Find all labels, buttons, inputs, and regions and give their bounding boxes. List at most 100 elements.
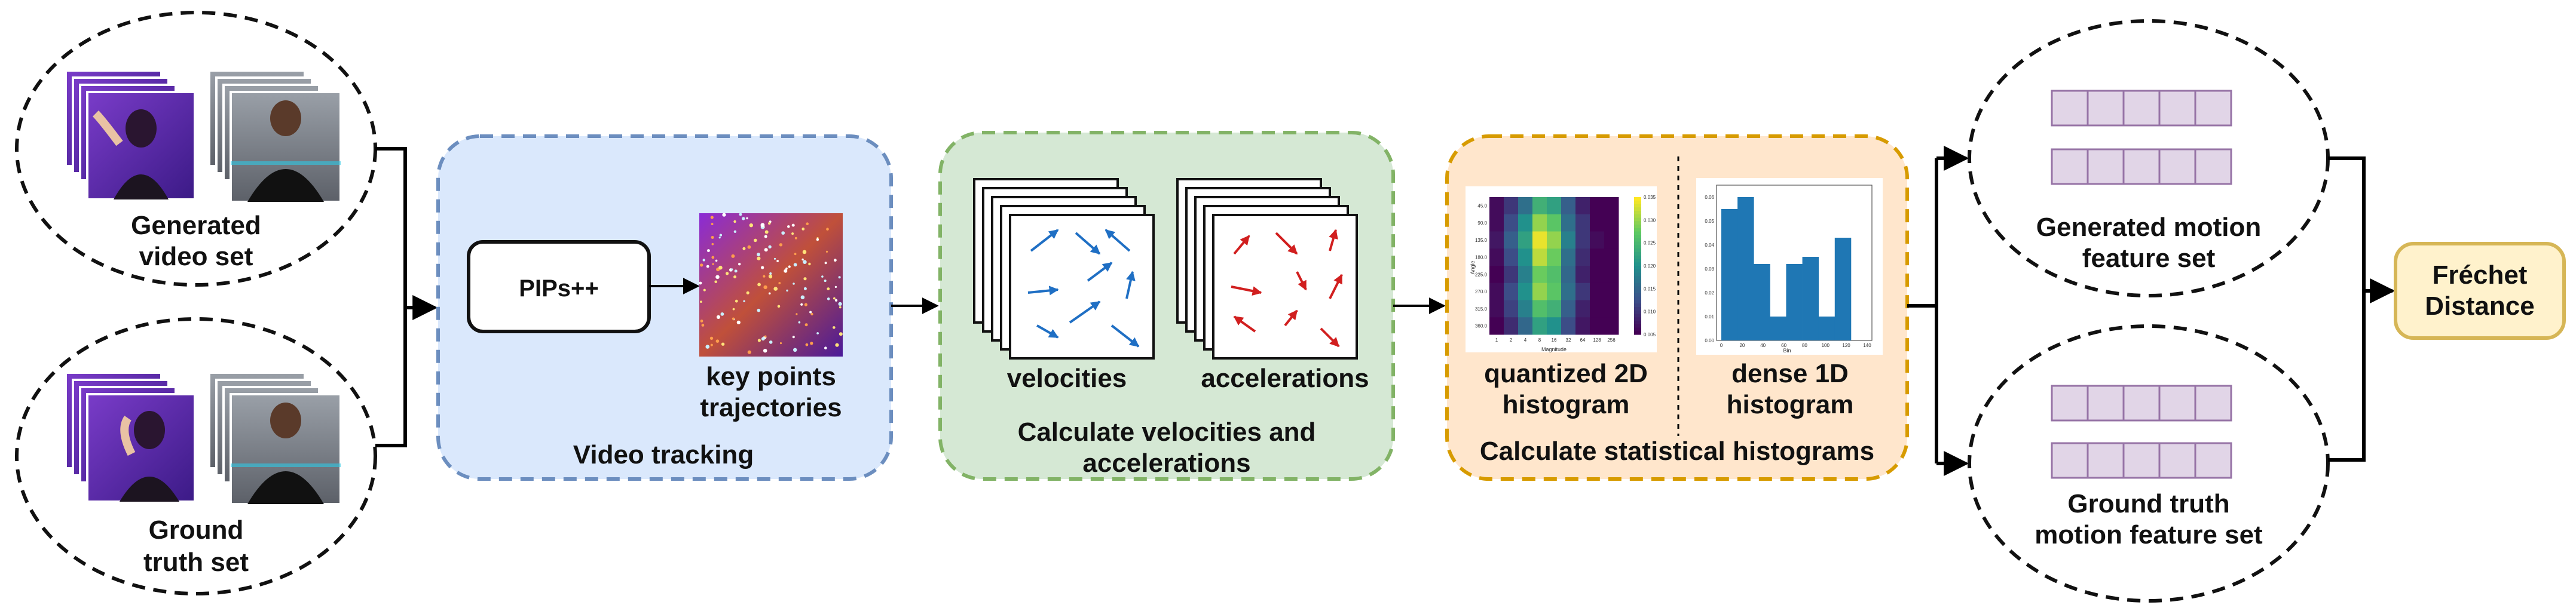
trajectory-point <box>834 299 838 302</box>
bar-mark <box>1754 264 1770 340</box>
accelerations-stack <box>1176 178 1358 360</box>
trajectory-point <box>757 253 760 257</box>
bar-xtick: 40 <box>1760 343 1766 348</box>
trajectory-point <box>701 324 705 327</box>
heatmap-cell <box>1561 300 1576 318</box>
heatmap-xtick: 16 <box>1552 337 1557 343</box>
colorbar-segment <box>1634 204 1641 208</box>
trajectory-point <box>700 300 702 303</box>
bar-mark <box>1802 257 1819 340</box>
colorbar-segment <box>1634 310 1641 315</box>
colorbar-segment <box>1634 280 1641 284</box>
trajectory-point <box>804 303 807 306</box>
trajectory-point <box>768 245 772 248</box>
trajectory-point <box>763 349 767 353</box>
trajectory-point <box>746 291 749 294</box>
colorbar-segment <box>1634 211 1641 215</box>
ground-truth-label-line2: truth set <box>143 548 249 577</box>
heatmap-cell <box>1504 282 1519 300</box>
bar-ytick: 0.04 <box>1705 242 1714 248</box>
trajectory-point <box>718 265 723 270</box>
heatmap-cell <box>1518 214 1533 232</box>
heatmap-cell <box>1532 317 1547 335</box>
trajectory-point <box>827 297 830 300</box>
heatmap-yaxis-label: Angle <box>1470 260 1476 274</box>
heatmap-cell <box>1575 317 1590 335</box>
heatmap-cell <box>1590 300 1605 318</box>
generated-motion-feature-set: Generated motion feature set <box>1968 19 2330 297</box>
heatmap-xtick: 1 <box>1495 337 1498 343</box>
colorbar-segment <box>1634 217 1641 222</box>
colorbar-segment <box>1634 296 1641 301</box>
trajectory-point <box>742 247 746 250</box>
colorbar-tick: 0.005 <box>1644 332 1656 337</box>
accelerations-label: accelerations <box>1201 364 1369 393</box>
trajectory-point <box>764 248 768 252</box>
heatmap-cell <box>1590 282 1605 300</box>
colorbar-segment <box>1634 331 1641 335</box>
trajectory-point <box>769 272 772 275</box>
trajectory-point <box>791 232 794 235</box>
heatmap-cell <box>1518 300 1533 318</box>
quantized-histogram-label-line1: quantized 2D <box>1484 359 1648 388</box>
heatmap-ytick: 135.0 <box>1475 238 1488 243</box>
trajectory-point <box>761 266 764 269</box>
trajectory-point <box>781 231 785 235</box>
bar-xtick: 20 <box>1739 343 1745 348</box>
heatmap-cell <box>1575 248 1590 266</box>
bar-mark <box>1770 317 1786 340</box>
heatmap-cell <box>1518 317 1533 335</box>
trajectory-point <box>801 228 805 231</box>
trajectory-point <box>711 242 714 245</box>
heatmap-xtick: 2 <box>1510 337 1513 343</box>
trajectory-point <box>824 262 827 265</box>
trajectory-point <box>768 292 771 295</box>
trajectory-point <box>777 305 781 308</box>
trajectory-point <box>715 259 718 262</box>
colorbar-segment <box>1634 307 1641 311</box>
colorbar-tick: 0.030 <box>1644 217 1656 223</box>
trajectory-point <box>734 269 738 273</box>
trajectory-point <box>800 295 805 300</box>
output-merge-connector <box>2328 156 2396 462</box>
colorbar-segment <box>1634 321 1641 325</box>
bar-ytick: 0.01 <box>1705 314 1714 320</box>
trajectory-point <box>754 238 757 242</box>
trajectory-point <box>746 217 748 220</box>
trajectory-point <box>757 282 761 287</box>
generated-video-frames-purple <box>65 69 196 201</box>
input-merge-connector <box>375 147 438 447</box>
heatmap-cell <box>1489 282 1504 300</box>
trajectory-point <box>718 237 721 239</box>
generated-feature-label-line1: Generated motion <box>2036 213 2262 242</box>
trajectory-point <box>806 222 809 226</box>
colorbar-segment <box>1634 317 1641 321</box>
trajectory-point <box>808 262 811 266</box>
colorbar-segment <box>1634 200 1641 205</box>
heatmap-cell <box>1575 300 1590 318</box>
heatmap-cell <box>1532 300 1547 318</box>
heatmap-cell <box>1575 197 1590 215</box>
heatmap-xtick: 8 <box>1538 337 1541 343</box>
trajectory-point <box>824 346 827 349</box>
colorbar-segment <box>1634 231 1641 235</box>
acceleration-arrows <box>1231 229 1343 348</box>
trajectory-point <box>824 280 827 282</box>
heatmap-cell <box>1547 282 1562 300</box>
colorbar-segment <box>1634 248 1641 253</box>
kinematics-stage-label-line2: accelerations <box>1082 449 1250 478</box>
trajectory-point <box>710 216 714 219</box>
trajectory-point <box>699 281 702 285</box>
trajectory-point <box>705 345 710 349</box>
colorbar-segment <box>1634 324 1641 328</box>
colorbar-segment <box>1634 197 1641 201</box>
trajectory-point <box>738 263 741 266</box>
trajectory-point <box>779 243 783 247</box>
trajectory-point <box>735 299 738 303</box>
heatmap-cell <box>1532 231 1547 249</box>
bar-ytick: 0.02 <box>1705 290 1714 296</box>
heatmap-cell <box>1489 266 1504 284</box>
generated-video-label-line2: video set <box>139 242 253 271</box>
trajectory-point <box>839 306 842 309</box>
colorbar-segment <box>1634 269 1641 274</box>
